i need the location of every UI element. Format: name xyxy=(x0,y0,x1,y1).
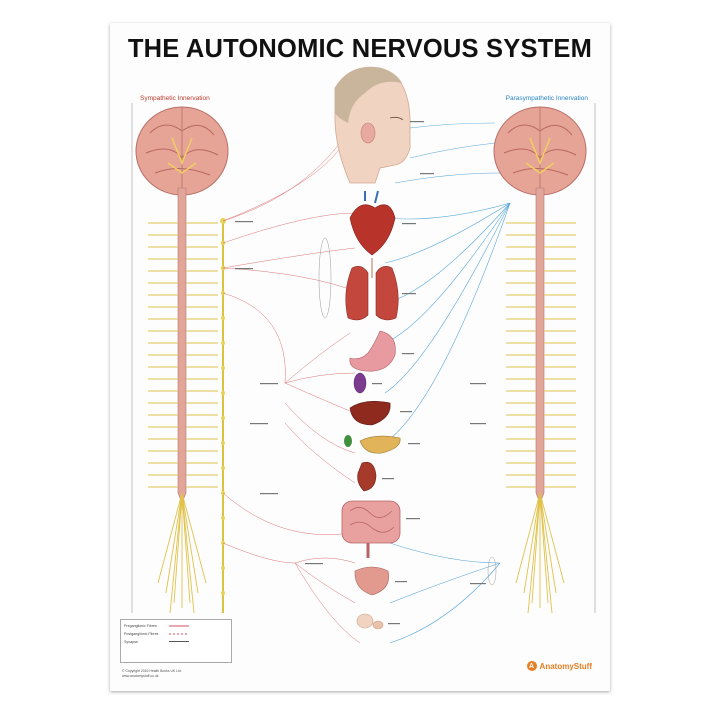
left-brain xyxy=(135,106,229,196)
logo-text: AnatomyStuff xyxy=(539,661,592,671)
poster-title: THE AUTONOMIC NERVOUS SYSTEM xyxy=(127,35,593,63)
cardiac-plexus-ring xyxy=(318,237,332,319)
label-stubs xyxy=(235,121,486,625)
pelvic-plexus-ring xyxy=(487,556,497,586)
left-spinal-cord xyxy=(148,187,218,614)
reproductive-organ xyxy=(356,613,384,630)
heart-organ xyxy=(349,190,396,256)
liver-organ xyxy=(349,401,391,426)
right-brain xyxy=(493,106,587,196)
intestines-organ xyxy=(341,500,401,558)
pancreas-organ xyxy=(359,435,401,454)
gallbladder-organ xyxy=(344,435,352,447)
website-line: www.anatomystuff.co.uk xyxy=(122,673,159,678)
sympathetic-heading: Sympathetic Innervation xyxy=(140,95,210,102)
copyright: © Copyright 2016 Health Books UK Ltd. ww… xyxy=(122,669,182,678)
legend-synapse: Synapse xyxy=(124,640,138,644)
head-illustration xyxy=(334,66,411,184)
copyright-line: © Copyright 2016 Health Books UK Ltd. xyxy=(122,669,182,673)
legend-preganglionic: Preganglionic Fibres xyxy=(124,624,157,628)
legend-postganglionic-swatch xyxy=(169,633,189,635)
parasympathetic-heading: Parasympathetic Innervation xyxy=(505,95,588,102)
right-spinal-cord xyxy=(506,187,576,614)
anatomy-illustration xyxy=(131,66,596,644)
bladder-organ xyxy=(354,566,389,596)
sympathetic-fibres xyxy=(222,127,361,644)
spleen-organ xyxy=(353,372,367,394)
legend-synapse-swatch xyxy=(169,641,189,642)
anatomystuff-logo: A AnatomyStuff xyxy=(526,661,592,671)
parasympathetic-fibres xyxy=(384,122,511,644)
legend: Preganglionic Fibres Postganglionic Fibr… xyxy=(120,619,232,663)
lungs-organ xyxy=(345,258,399,321)
logo-mark-icon: A xyxy=(526,661,537,671)
kidney-organ xyxy=(357,461,377,492)
legend-preganglionic-swatch xyxy=(169,625,189,627)
poster: THE AUTONOMIC NERVOUS SYSTEM Sympathetic… xyxy=(110,23,610,691)
legend-postganglionic: Postganglionic Fibres xyxy=(124,632,159,636)
stomach-organ xyxy=(349,330,396,372)
sympathetic-chain xyxy=(220,218,226,613)
